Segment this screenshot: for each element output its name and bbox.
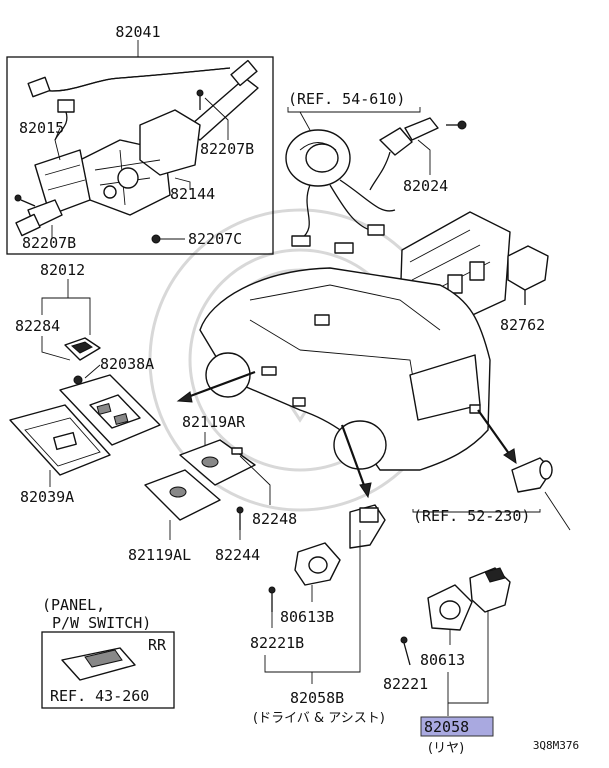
ref-52-230-group: (REF. 52-230) — [412, 457, 571, 531]
label-82762: 82762 — [500, 316, 545, 334]
label-82039a: 82039A — [20, 488, 74, 506]
label-82041: 82041 — [115, 23, 160, 41]
label-82058-note: (リヤ) — [428, 741, 464, 756]
inset-line1: (PANEL, — [42, 596, 105, 614]
combination-switch-group: 82041 82015 82207B 82144 — [6, 23, 274, 255]
label-82119ar: 82119AR — [182, 413, 246, 431]
label-82244: 82244 — [215, 546, 260, 564]
label-ref-54-610: (REF. 54-610) — [288, 90, 405, 108]
vehicle-arrows — [176, 370, 517, 499]
part-82058-highlight — [420, 716, 494, 737]
label-82058: 82058 — [424, 718, 469, 736]
label-80613: 80613 — [420, 651, 465, 669]
label-82221: 82221 — [383, 675, 428, 693]
clock-spring-group: (REF. 54-610) 82024 — [285, 90, 467, 254]
label-82024: 82024 — [403, 177, 448, 195]
label-82058b: 82058B — [290, 689, 344, 707]
inset-box — [41, 631, 175, 709]
label-82207b-top: 82207B — [200, 140, 254, 158]
diagram-code: 3Q8M376 — [533, 739, 579, 752]
label-82058b-note: (ドライバ & アシスト) — [253, 711, 385, 726]
power-window-switch-group: 82012 82284 82038A 82039A — [9, 261, 161, 506]
label-82284: 82284 — [15, 317, 60, 335]
vehicle-outline — [199, 267, 491, 471]
door-switch-group: 82119AR 82248 82119AL 82244 — [128, 413, 297, 564]
door-lamp-switch-front-group: 80613B 82221B 82058B (ドライバ & アシスト) — [250, 504, 386, 726]
label-82015: 82015 — [19, 119, 64, 137]
label-80613b: 80613B — [280, 608, 334, 626]
label-82119al: 82119AL — [128, 546, 191, 564]
label-82038a: 82038A — [100, 355, 154, 373]
panel-pw-switch-inset: (PANEL, P/W SWITCH) RR REF. 43-260 — [41, 596, 175, 709]
inset-line2: P/W SWITCH) — [52, 614, 151, 632]
label-82221b: 82221B — [250, 634, 304, 652]
label-82248: 82248 — [252, 510, 297, 528]
label-82207c: 82207C — [188, 230, 242, 248]
inset-position: RR — [148, 636, 167, 654]
combination-switch-box — [6, 56, 274, 255]
label-ref-52-230: (REF. 52-230) — [413, 507, 530, 525]
label-82207b-bottom: 82207B — [22, 234, 76, 252]
label-82144: 82144 — [170, 185, 215, 203]
door-lamp-switch-rear-group: 80613 82221 82058 (リヤ) — [383, 567, 511, 756]
inset-ref: REF. 43-260 — [50, 687, 149, 705]
label-82012: 82012 — [40, 261, 85, 279]
